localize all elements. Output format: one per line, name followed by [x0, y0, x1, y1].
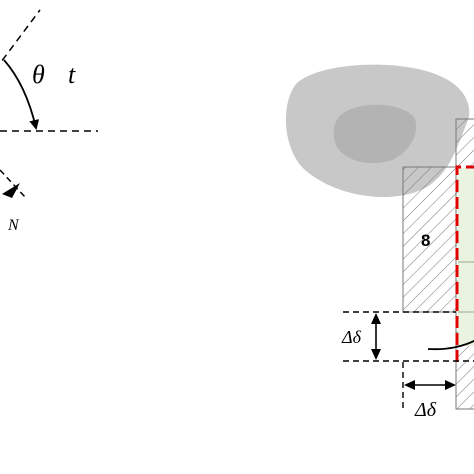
block-8-label: 8: [421, 231, 430, 250]
horizontal-arrowhead-right: [445, 380, 456, 390]
vertical-arrowhead-top: [371, 313, 381, 324]
cavity-inner: [333, 104, 417, 164]
block-diagram: 8 Δδ Δδ: [285, 64, 474, 421]
green-cell: [458, 168, 474, 346]
vertical-arrowhead-bottom: [371, 349, 381, 360]
horizontal-arrowhead-left: [404, 380, 415, 390]
block-8: [402, 166, 457, 313]
horizontal-delta-label: Δδ: [414, 399, 437, 421]
normal-arrowhead: [2, 183, 20, 198]
normal-dashed-line: [0, 169, 26, 198]
red-boundary: [455, 165, 474, 362]
crack-curve: [427, 339, 474, 351]
N-label: N: [7, 217, 20, 234]
inclined-dashed-line: [0, 9, 41, 65]
t-label: t: [68, 60, 76, 89]
angle-sketch: θ t N: [0, 9, 98, 234]
theta-label: θ: [32, 60, 45, 89]
angle-arc-arrow: [3, 59, 40, 130]
vertical-delta-label: Δδ: [341, 327, 362, 347]
